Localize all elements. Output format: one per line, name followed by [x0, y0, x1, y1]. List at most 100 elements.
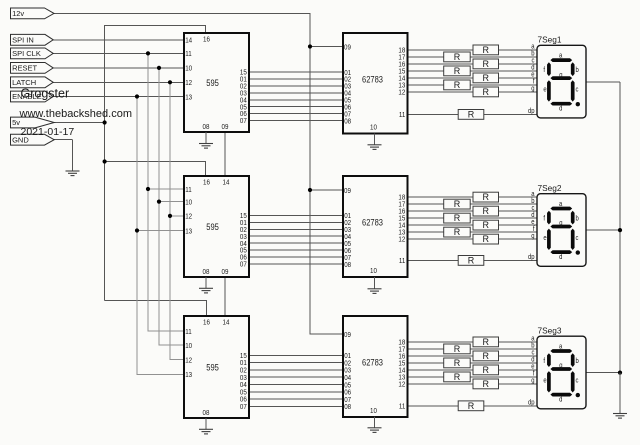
pin-label: 09	[344, 330, 351, 339]
resistor-label: R	[468, 256, 475, 266]
shift-register-ic-3	[183, 315, 250, 419]
resistor-body	[443, 226, 471, 238]
pin-label: 04	[344, 89, 351, 98]
junction-dot	[102, 120, 107, 125]
resistor-label: R	[483, 379, 490, 389]
resistor-body	[443, 212, 471, 224]
pin-label: 01	[344, 351, 351, 360]
pin-label: 12	[398, 380, 405, 389]
net-12v	[54, 12, 343, 335]
resistor	[472, 364, 499, 376]
pin-label: 07	[240, 402, 247, 411]
resistor	[472, 72, 499, 84]
segment-pin-label: e	[531, 362, 534, 371]
segment-pin-label: b	[531, 196, 534, 205]
pin-label: 02	[240, 225, 247, 234]
pin-label: 11	[399, 401, 405, 410]
driver-ic-2	[342, 175, 409, 278]
resistor-body	[457, 109, 485, 120]
flag-shape	[10, 33, 55, 46]
resistor	[443, 79, 471, 91]
resistor-body	[472, 378, 499, 390]
pin-label: 05	[344, 239, 351, 248]
segment-pin-label: f	[533, 369, 535, 378]
segment-f	[547, 210, 551, 225]
resistor-label: R	[483, 365, 490, 375]
pin-label: 06	[344, 103, 351, 112]
resistor	[472, 336, 499, 348]
segment-pin-label: d	[531, 210, 534, 219]
pin-label: 18	[398, 338, 405, 347]
pin-label: 11	[185, 327, 191, 336]
segment-a	[550, 349, 573, 353]
pin-label: 12	[398, 235, 405, 244]
pin-label: 12	[185, 78, 192, 87]
segment-pin-label: a	[531, 189, 534, 198]
segment-name-label: c	[576, 84, 579, 93]
resistor	[472, 44, 499, 56]
pin-label: 08	[344, 260, 351, 269]
pin-label: 01	[344, 68, 351, 77]
resistor-body	[472, 58, 499, 70]
segment-pin-label: f	[533, 224, 535, 233]
pin-label: 04	[344, 373, 351, 382]
pin-label: 01	[240, 218, 247, 227]
segment-d	[550, 250, 573, 254]
seven-segment-display-1	[536, 44, 587, 119]
resistor-body	[443, 343, 471, 355]
resistor	[443, 198, 471, 210]
segment-pin-label: c	[532, 56, 535, 65]
flag-shape	[10, 76, 55, 89]
resistor-label: R	[454, 358, 461, 368]
segment-b	[570, 210, 575, 225]
pin-label: 11	[399, 256, 405, 265]
ic-body	[183, 32, 250, 133]
ground-symbol	[199, 132, 213, 149]
pin-label: 05	[344, 96, 351, 105]
display-title: 7Seg2	[538, 183, 562, 193]
segment-dp	[575, 102, 580, 107]
resistor	[443, 343, 471, 355]
pin-label: 10	[370, 123, 377, 132]
input-flag-12v	[10, 7, 56, 20]
input-flag-5v	[10, 116, 57, 129]
segment-pin-label: c	[532, 203, 535, 212]
resistor-body	[472, 191, 499, 203]
resistor-body	[443, 371, 471, 383]
resistor	[472, 86, 499, 98]
pin-label: 05	[240, 102, 247, 111]
pin-label: 08	[344, 116, 351, 125]
net-5v-row2	[104, 161, 206, 176]
junction-dot	[307, 44, 313, 49]
pin-label: 11	[185, 185, 191, 194]
segment-c	[570, 80, 575, 102]
segment-pin-label: b	[531, 341, 534, 350]
pin-label: 14	[223, 177, 230, 186]
ground-symbol	[367, 133, 382, 150]
segment-name-label: f	[543, 213, 545, 222]
flag-shape	[10, 90, 55, 103]
pin-label: 15	[398, 359, 405, 368]
segment-e	[547, 228, 551, 250]
segment-g	[550, 367, 573, 371]
date-text: 2021-01-17	[21, 126, 75, 138]
segment-pin-label: dp	[528, 106, 535, 115]
input-flag-latch	[10, 76, 55, 89]
segment-name-label: g	[559, 361, 562, 370]
segment-name-label: e	[543, 375, 546, 384]
ic-name: 595	[206, 78, 219, 88]
resistor-body	[472, 205, 499, 217]
segment-name-label: d	[559, 252, 562, 261]
pin-label: 01	[344, 211, 351, 220]
pin-label: 10	[185, 341, 192, 350]
pin-label: 14	[223, 317, 230, 326]
ic-name: 62783	[362, 358, 383, 368]
pin-label: 10	[370, 266, 377, 275]
ground-symbol	[367, 277, 382, 294]
pin-label: 17	[398, 53, 405, 62]
pin-label: 10	[370, 406, 377, 415]
ground-symbol	[613, 372, 627, 419]
junction-dot	[617, 228, 623, 233]
ground-symbol	[199, 418, 213, 435]
